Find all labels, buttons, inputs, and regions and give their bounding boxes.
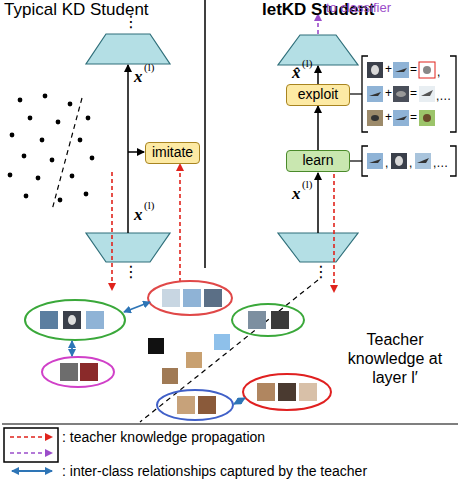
- propagation-arrow: [333, 174, 335, 292]
- variable: x: [292, 185, 301, 202]
- feature-arrow: [127, 65, 129, 233]
- superscript: (l): [144, 200, 154, 211]
- box-text: exploit: [298, 87, 338, 102]
- legend-sample-box: [4, 428, 58, 462]
- layer-block: [86, 233, 170, 262]
- separator: ,: [409, 157, 412, 169]
- layer-block: [86, 34, 170, 64]
- image-thumbnails: [40, 289, 317, 414]
- operator: =: [410, 87, 417, 99]
- box-text: learn: [302, 153, 333, 168]
- relation-arrows: [72, 302, 245, 404]
- bracket: [450, 146, 456, 176]
- legend-text: : inter-class relationships captured by …: [62, 464, 367, 478]
- feature-arrow: [128, 151, 144, 153]
- feature-dots: [8, 94, 95, 203]
- legend-text: : teacher knowledge propagation: [62, 430, 265, 444]
- variable: x̂: [292, 64, 301, 81]
- ellipsis: ⋮: [313, 264, 329, 280]
- variable: x: [134, 68, 143, 85]
- process-box: learn: [286, 150, 350, 172]
- process-box: exploit: [286, 84, 350, 106]
- image-thumbnails: [367, 62, 435, 169]
- operator: +: [385, 87, 392, 99]
- connector-arrow: [317, 106, 319, 150]
- separator: ,…: [433, 157, 448, 169]
- operator: +: [385, 111, 392, 123]
- separator: ,…: [436, 90, 451, 102]
- propagation-arrow: [111, 172, 113, 290]
- box-text: imitate: [152, 145, 193, 160]
- region-label: Teacher knowledge at layer l′: [336, 330, 454, 388]
- operator: =: [410, 111, 417, 123]
- process-box: imitate: [145, 142, 200, 164]
- separator: ,: [385, 157, 388, 169]
- divider: [204, 0, 206, 268]
- class-clusters: [25, 281, 331, 420]
- variable: x: [134, 206, 143, 223]
- layer-block: [278, 35, 358, 65]
- ellipsis: ⋮: [123, 264, 139, 280]
- boundary-line: [140, 280, 318, 422]
- legend-sample: [12, 470, 52, 472]
- boundary-line: [52, 98, 82, 210]
- legend-sample: [10, 452, 52, 454]
- superscript: (l): [302, 58, 312, 69]
- superscript: (l): [144, 62, 154, 73]
- operator: +: [385, 63, 392, 75]
- separator: ,: [437, 66, 440, 78]
- ellipsis: ⋮: [123, 14, 139, 30]
- feature-arrow: [317, 66, 319, 84]
- legend-rule: [2, 423, 458, 424]
- feature-arrow: [317, 173, 319, 233]
- bracket-link: [350, 93, 362, 94]
- output-label: to classifier: [326, 1, 391, 14]
- legend-sample: [10, 436, 52, 438]
- operator: =: [410, 63, 417, 75]
- superscript: (l): [302, 179, 312, 190]
- propagation-arrow: [179, 164, 181, 282]
- layer-block: [278, 233, 358, 262]
- bracket-link: [350, 160, 362, 161]
